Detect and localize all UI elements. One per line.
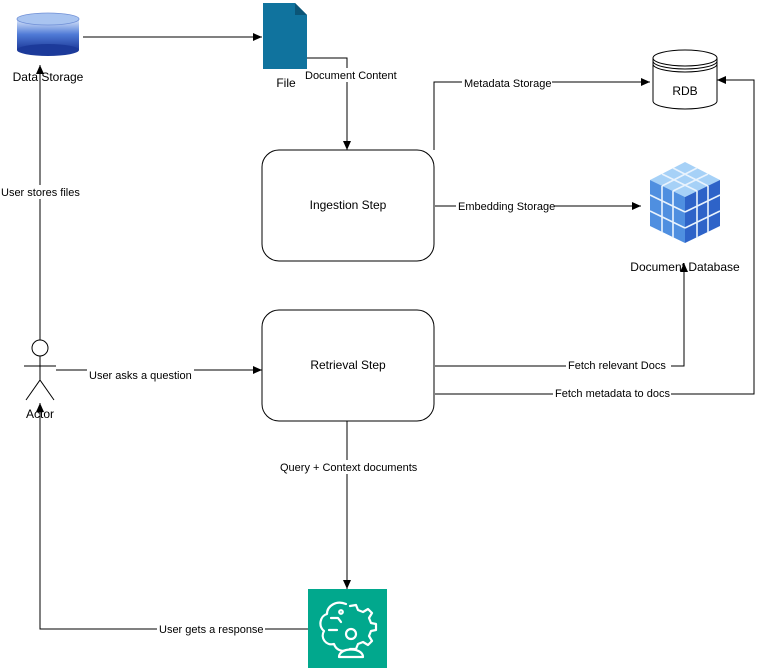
edge-label-query-context: Query + Context documents	[280, 462, 418, 474]
file-label: File	[276, 76, 296, 90]
edge-retrieval-to-llm: Query + Context documents	[279, 421, 421, 589]
edge-llm-to-actor: User gets a response	[36, 403, 308, 636]
edge-label-embedding-storage: Embedding Storage	[458, 201, 555, 213]
database-cylinder-icon	[16, 12, 80, 56]
edge-label-metadata-storage: Metadata Storage	[464, 78, 551, 90]
rdb-node: RDB	[652, 49, 718, 110]
actor-node: Actor	[24, 339, 56, 421]
edge-actor-to-retrieval: User asks a question	[56, 366, 262, 382]
ingestion-step-label: Ingestion Step	[310, 198, 387, 212]
edge-label-user-asks-question: User asks a question	[89, 370, 192, 382]
edge-actor-to-storage: User stores files	[0, 65, 80, 340]
brain-gear-person-icon	[319, 601, 378, 659]
edge-retrieval-to-rdb: Fetch metadata to docs	[435, 76, 755, 400]
stick-figure-icon	[24, 339, 56, 401]
data-storage-label: Data Storage	[13, 70, 84, 84]
edge-label-fetch-metadata: Fetch metadata to docs	[555, 388, 670, 400]
file-icon	[263, 3, 307, 69]
edge-ingestion-to-docdb: Embedding Storage	[435, 199, 641, 213]
retrieval-step-node: Retrieval Step	[261, 309, 435, 422]
rdb-label: RDB	[672, 84, 697, 98]
edge-label-document-content: Document Content	[305, 70, 397, 82]
edge-file-to-ingestion: Document Content	[303, 57, 398, 150]
database-icon	[652, 49, 718, 110]
edge-label-user-stores-files: User stores files	[1, 187, 80, 199]
edge-label-fetch-relevant-docs: Fetch relevant Docs	[568, 360, 666, 372]
edge-retrieval-to-docdb: Fetch relevant Docs	[435, 263, 688, 372]
actor-label: Actor	[26, 407, 54, 421]
llm-node	[308, 589, 387, 668]
ingestion-step-node: Ingestion Step	[261, 149, 435, 262]
data-storage-node: Data Storage	[13, 12, 84, 84]
edge-label-user-gets-response: User gets a response	[159, 624, 264, 636]
cube-grid-icon	[649, 162, 721, 243]
document-database-label: Document Database	[630, 260, 740, 274]
edge-ingestion-to-rdb: Metadata Storage	[433, 76, 650, 150]
retrieval-step-label: Retrieval Step	[310, 358, 386, 372]
file-node: File	[263, 3, 307, 90]
document-database-node: Document Database	[630, 162, 740, 274]
